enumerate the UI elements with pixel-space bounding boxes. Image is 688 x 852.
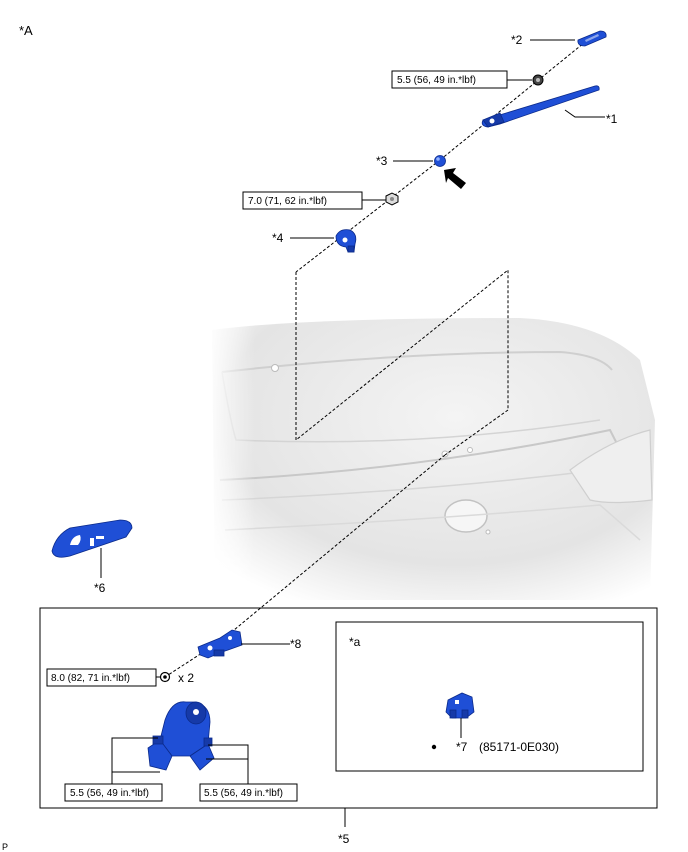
part-label-5: *5 — [338, 832, 350, 846]
part-number-7: (85171-0E030) — [479, 740, 559, 754]
assembly-box — [39, 607, 658, 809]
torque-box-motor-right: 5.5 (56, 49 in.*lbf) — [199, 783, 298, 802]
detail-label: *a — [349, 635, 361, 649]
torque-box-motor-left: 5.5 (56, 49 in.*lbf) — [64, 783, 163, 802]
part-label-3: *3 — [376, 154, 388, 168]
part-label-2: *2 — [511, 33, 523, 47]
direction-arrow-icon — [444, 168, 466, 189]
wiper-pivot-nut — [385, 192, 399, 206]
svg-text:5.5 (56, 49 in.*lbf): 5.5 (56, 49 in.*lbf) — [70, 788, 149, 799]
wiper-pivot-part — [434, 155, 446, 167]
rear-wiper-arm-part — [481, 85, 600, 128]
wiper-motor-bracket-part — [197, 629, 243, 659]
torque-box-arm-nut: 5.5 (56, 49 in.*lbf) — [391, 70, 508, 89]
bullet-icon — [431, 744, 437, 750]
svg-text:5.5 (56, 49 in.*lbf): 5.5 (56, 49 in.*lbf) — [204, 788, 283, 799]
bracket-bolt — [159, 671, 171, 683]
wiper-motor-cover-part — [51, 519, 133, 558]
view-label: *A — [19, 23, 33, 38]
grommet-part-7 — [445, 692, 475, 719]
svg-text:7.0 (71, 62 in.*lbf): 7.0 (71, 62 in.*lbf) — [248, 196, 327, 207]
part-label-8: *8 — [290, 637, 302, 651]
rear-wiper-motor-part — [147, 701, 215, 771]
detail-box — [335, 621, 644, 772]
wiper-arm-head-cap-part — [577, 30, 607, 47]
wiper-grommet-part — [335, 229, 357, 253]
svg-text:5.5 (56, 49 in.*lbf): 5.5 (56, 49 in.*lbf) — [397, 75, 476, 86]
svg-text:8.0 (82, 71 in.*lbf): 8.0 (82, 71 in.*lbf) — [51, 673, 130, 684]
part-label-4: *4 — [272, 231, 284, 245]
part-label-1: *1 — [606, 112, 618, 126]
torque-box-pivot-nut: 7.0 (71, 62 in.*lbf) — [242, 191, 363, 210]
corner-code: P — [2, 842, 8, 852]
torque-box-bracket-bolt: 8.0 (82, 71 in.*lbf) — [46, 668, 157, 687]
motor-torque-leaders — [111, 737, 249, 784]
part-label-6: *6 — [94, 581, 106, 595]
vehicle-back-door-illustration — [205, 318, 655, 610]
part-label-7: *7 — [456, 740, 468, 754]
wiper-arm-nut — [532, 74, 544, 86]
bolt-quantity: x 2 — [178, 671, 194, 685]
